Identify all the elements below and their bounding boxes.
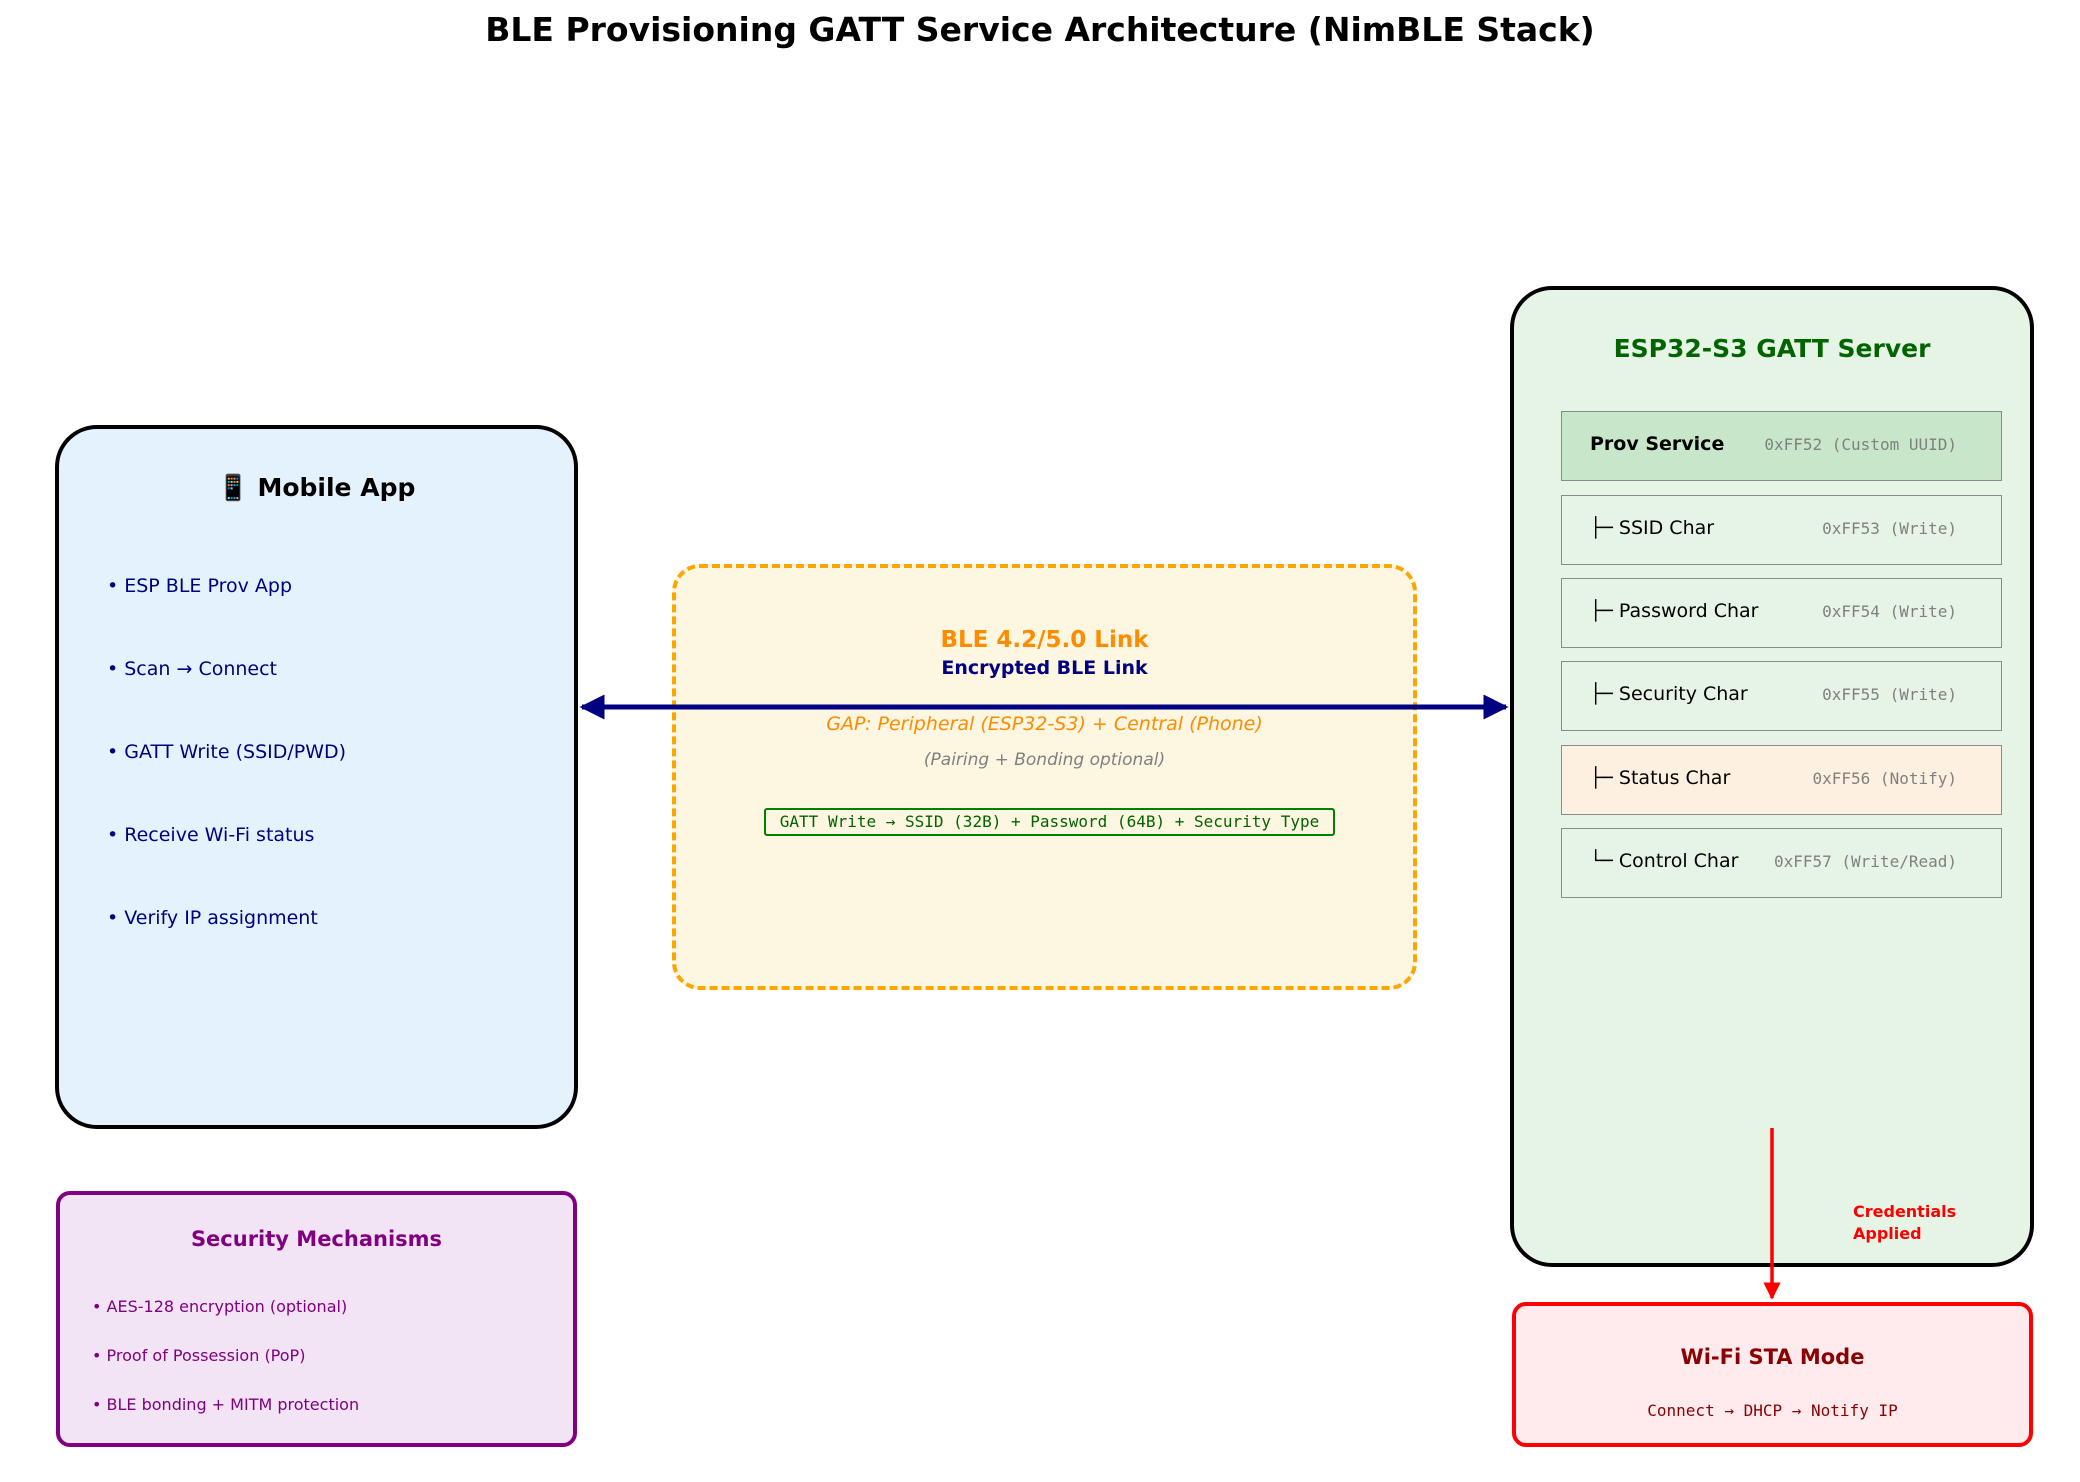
pairing-note: (Pairing + Bonding optional) xyxy=(923,750,1166,770)
gatt-server-title: ESP32-S3 GATT Server xyxy=(1613,334,1931,363)
gatt-row-label: ├─ Security Char xyxy=(1590,683,1748,705)
gatt-row-label: ├─ Password Char xyxy=(1590,600,1759,622)
gatt-row-uuid: 0xFF53 (Write) xyxy=(1822,519,1957,538)
gatt-row-label: └─ Control Char xyxy=(1590,850,1739,872)
gatt-row-ssid-char: ├─ SSID Char 0xFF53 (Write) xyxy=(1561,495,2002,565)
mobile-app-item: • Receive Wi-Fi status xyxy=(107,824,315,846)
mobile-app-item: • Scan → Connect xyxy=(107,658,277,680)
page-title: BLE Provisioning GATT Service Architectu… xyxy=(485,10,1595,49)
ble-link-box: BLE 4.2/5.0 Link Encrypted BLE Link GAP:… xyxy=(672,564,1417,990)
gatt-row-label: Prov Service xyxy=(1590,433,1725,455)
security-item: • Proof of Possession (PoP) xyxy=(92,1346,306,1365)
credentials-label-line: Credentials xyxy=(1853,1202,1957,1221)
gatt-row-control-char: └─ Control Char 0xFF57 (Write/Read) xyxy=(1561,828,2002,898)
security-item: • BLE bonding + MITM protection xyxy=(92,1395,360,1414)
gatt-row-password-char: ├─ Password Char 0xFF54 (Write) xyxy=(1561,578,2002,648)
gatt-row-status-char: ├─ Status Char 0xFF56 (Notify) xyxy=(1561,745,2002,815)
ble-link-title: BLE 4.2/5.0 Link xyxy=(940,627,1149,653)
gatt-row-security-char: ├─ Security Char 0xFF55 (Write) xyxy=(1561,661,2002,731)
security-item: • AES-128 encryption (optional) xyxy=(92,1297,348,1316)
gatt-row-label: ├─ Status Char xyxy=(1590,767,1731,789)
mobile-app-box: 📱 Mobile App • ESP BLE Prov App • Scan →… xyxy=(55,425,578,1129)
mobile-app-item: • Verify IP assignment xyxy=(107,907,318,929)
security-title: Security Mechanisms xyxy=(190,1227,443,1251)
gatt-row-uuid: 0xFF54 (Write) xyxy=(1822,602,1957,621)
gatt-payload-label: GATT Write → SSID (32B) + Password (64B)… xyxy=(764,808,1335,836)
credentials-label-line: Applied xyxy=(1853,1224,1922,1243)
gatt-row-prov-service: Prov Service 0xFF52 (Custom UUID) xyxy=(1561,411,2002,481)
gatt-row-label: ├─ SSID Char xyxy=(1590,517,1715,539)
security-mechanisms-box: Security Mechanisms • AES-128 encryption… xyxy=(56,1191,577,1447)
wifi-sta-box: Wi-Fi STA Mode Connect → DHCP → Notify I… xyxy=(1512,1302,2033,1447)
gatt-row-uuid: 0xFF55 (Write) xyxy=(1822,685,1957,704)
gap-roles: GAP: Peripheral (ESP32-S3) + Central (Ph… xyxy=(826,713,1263,735)
gatt-server-box: ESP32-S3 GATT Server Prov Service 0xFF52… xyxy=(1510,286,2034,1267)
wifi-sta-steps: Connect → DHCP → Notify IP xyxy=(1647,1401,1898,1420)
mobile-app-title: 📱 Mobile App xyxy=(217,473,416,502)
mobile-app-item: • GATT Write (SSID/PWD) xyxy=(107,741,347,763)
gatt-row-uuid: 0xFF57 (Write/Read) xyxy=(1773,852,1957,871)
credentials-applied-label: Credentials Applied xyxy=(1853,1201,2003,1245)
wifi-sta-title: Wi-Fi STA Mode xyxy=(1680,1345,1865,1369)
ble-link-subtitle: Encrypted BLE Link xyxy=(941,657,1148,679)
mobile-app-item: • ESP BLE Prov App xyxy=(107,575,293,597)
gatt-row-uuid: 0xFF56 (Notify) xyxy=(1812,769,1958,788)
gatt-row-uuid: 0xFF52 (Custom UUID) xyxy=(1764,435,1957,454)
